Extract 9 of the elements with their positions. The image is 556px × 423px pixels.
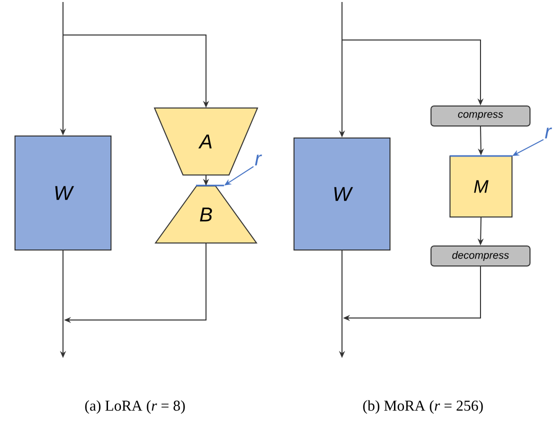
operation-box: compress <box>430 106 530 126</box>
caption: (b) MoRA (r = 256) <box>363 400 483 414</box>
operation-box: decompress <box>430 246 530 266</box>
caption: (a) LoRA (r = 8) <box>85 400 185 414</box>
rank-label: r <box>545 128 552 138</box>
weight-box: W <box>14 136 112 250</box>
matrix-m-box: M <box>450 156 512 218</box>
rank-line <box>196 184 224 186</box>
weight-box: W <box>294 138 390 250</box>
